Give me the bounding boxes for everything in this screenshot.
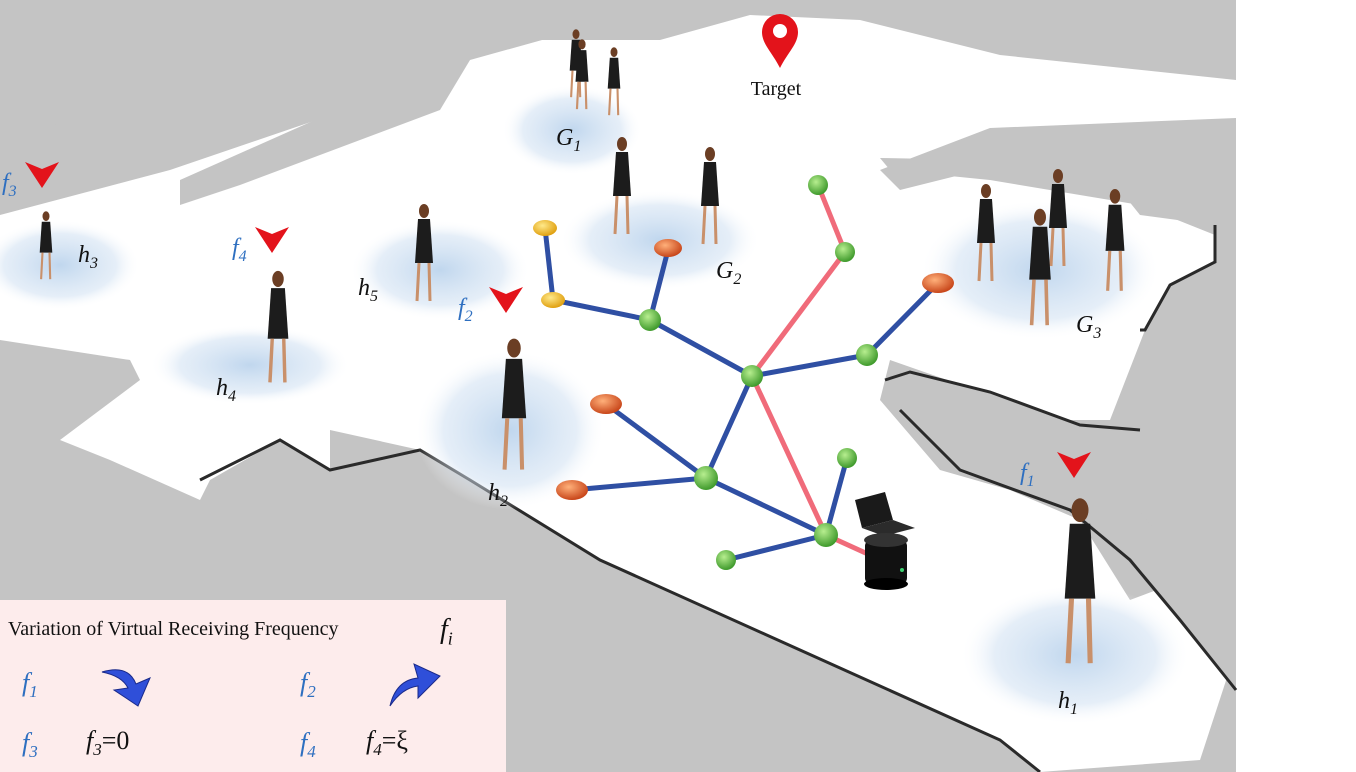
margin: [1236, 0, 1356, 772]
person-figure: [607, 47, 621, 116]
tree-node: [741, 365, 763, 387]
person-figure: [415, 204, 433, 302]
legend-title: Variation of Virtual Receiving Frequency: [8, 618, 339, 640]
legend-panel: Variation of Virtual Receiving Frequency…: [0, 600, 506, 772]
halo-G2: [560, 190, 760, 290]
halo-h3: [0, 220, 140, 310]
tree-node: [808, 175, 828, 195]
target-marker: Target: [751, 14, 802, 100]
halo-h4: [150, 325, 350, 405]
halo-h1: [960, 585, 1190, 725]
legend-f2: f2: [300, 668, 316, 702]
label-h1: h1: [1058, 688, 1078, 718]
label-h4: h4: [216, 375, 236, 405]
person-figure: [1029, 208, 1051, 326]
tree-node: [716, 550, 736, 570]
frequency-marker-f3-icon: [25, 162, 59, 188]
robot: [855, 492, 915, 590]
frequency-marker-f4-icon: [255, 227, 289, 253]
label-G1: G1: [556, 125, 581, 155]
pedestrians: [39, 29, 1125, 664]
frequency-label-f1: f1: [1020, 460, 1035, 490]
person-figure: [1049, 169, 1067, 267]
curved-down-arrow-icon: [101, 669, 151, 707]
person-figure: [267, 270, 289, 383]
person-figure: [501, 338, 527, 470]
label-h2: h2: [488, 480, 508, 510]
frequency-marker-f2-icon: [489, 287, 523, 313]
tree-node: [694, 466, 718, 490]
halo-G1: [502, 85, 642, 175]
rrt-nodes: [533, 175, 954, 570]
person-figure: [613, 137, 631, 235]
label-G3: G3: [1076, 312, 1101, 342]
tree-edges: [542, 225, 941, 563]
label-G2: G2: [716, 258, 741, 288]
tree-node: [654, 239, 682, 257]
tree-node: [837, 448, 857, 468]
tree-node: [590, 394, 622, 414]
label-h5: h5: [358, 275, 378, 305]
frequency-label-f4: f4: [232, 235, 247, 265]
tree-node: [533, 220, 557, 236]
rrt-tree: [542, 182, 941, 563]
halo-h2: [415, 350, 605, 510]
curved-up-arrow-icon: [389, 663, 441, 707]
legend-f1: f1: [22, 668, 38, 702]
person-figure: [39, 211, 53, 280]
tree-node: [922, 273, 954, 293]
tree-node: [541, 292, 565, 308]
frequency-label-f2: f2: [458, 295, 473, 325]
person-figure: [977, 184, 995, 282]
legend-title-symbol: fi: [440, 614, 453, 649]
tree-node: [639, 309, 661, 331]
person-figure: [575, 39, 589, 110]
tree-node: [814, 523, 838, 547]
legend-f3-equation: f3=0: [86, 726, 130, 760]
legend-f4-equation: f4=ξ: [366, 726, 408, 760]
target-label: Target: [751, 78, 802, 100]
tree-node: [556, 480, 588, 500]
person-figure: [1064, 498, 1096, 664]
frequency-markers: f1 f2 f3 f4: [2, 162, 1091, 490]
location-pin-icon: [762, 14, 798, 68]
frequency-marker-f1-icon: [1057, 452, 1091, 478]
frequency-label-f3: f3: [2, 170, 17, 200]
halo-h5: [350, 220, 530, 320]
legend-f3: f3: [22, 728, 38, 762]
tree-node: [835, 242, 855, 262]
person-figure: [701, 147, 719, 245]
legend-f4: f4: [300, 728, 316, 762]
label-h3: h3: [78, 242, 98, 272]
tree-node: [856, 344, 878, 366]
person-figure: [1105, 188, 1125, 291]
